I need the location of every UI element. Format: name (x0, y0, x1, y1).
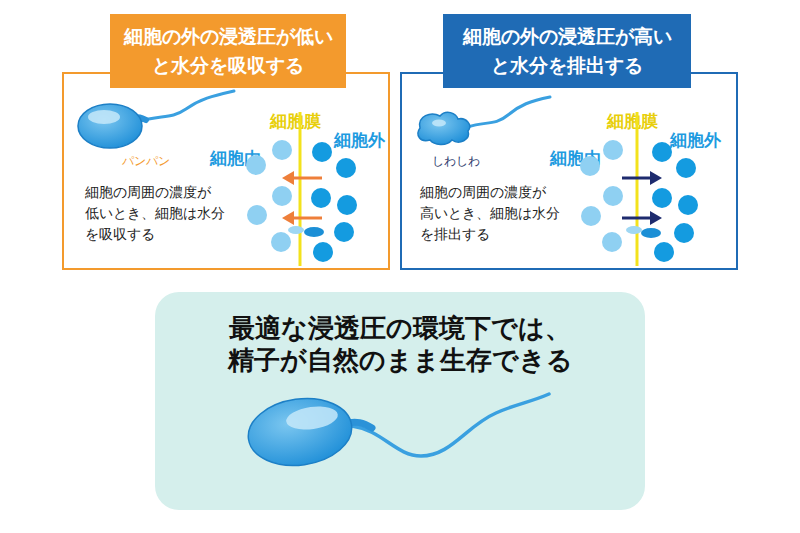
water-droplet (304, 227, 324, 237)
summary-text: 最適な浸透圧の環境下では、 精子が自然のまま生存できる (165, 312, 635, 376)
solute-molecule (311, 188, 331, 208)
water-molecule (247, 205, 267, 225)
water-molecule (602, 232, 622, 252)
water-molecule (603, 140, 623, 160)
body-text: 細胞の周囲の濃度が 高いとき、細胞は水分 を排出する (420, 182, 595, 245)
sperm-highlight (432, 120, 446, 127)
cell-membrane (636, 112, 639, 266)
sperm-highlight (88, 110, 120, 124)
state-label: パンパン (122, 153, 202, 169)
solute-molecule (654, 242, 674, 262)
water-molecule (581, 206, 601, 226)
solute-molecule (652, 142, 672, 162)
water-molecule (272, 140, 292, 160)
header-band: 細胞の外の浸透圧が低い と水分を吸収する (110, 14, 346, 88)
flow-arrow (292, 217, 322, 220)
flow-arrow (292, 177, 322, 180)
water-molecule (272, 186, 292, 206)
solute-molecule (336, 158, 356, 178)
solute-molecule (334, 222, 354, 242)
body-text: 細胞の周囲の濃度が 低いとき、細胞は水分 を吸収する (85, 182, 260, 245)
inside-label: 細胞内 (210, 147, 280, 169)
summary-box: 最適な浸透圧の環境下では、 精子が自然のまま生存できる (155, 292, 645, 510)
flow-arrow (622, 217, 652, 220)
membrane-label: 細胞膜 (270, 110, 340, 132)
outside-label: 細胞外 (670, 129, 740, 151)
solute-molecule (337, 195, 357, 215)
arrow-head (650, 171, 662, 185)
water-droplet (288, 226, 304, 234)
arrow-head (282, 171, 294, 185)
panel-box: しわしわ 細胞膜細胞外細胞内細胞の周囲の濃度が 高いとき、細胞は水分 を排出する (400, 72, 738, 270)
solute-molecule (312, 142, 332, 162)
water-molecule (603, 186, 623, 206)
header-text: 細胞の外の浸透圧が低い と水分を吸収する (116, 22, 340, 80)
solute-molecule (678, 195, 698, 215)
water-droplet (626, 226, 642, 234)
outside-label: 細胞外 (334, 129, 404, 151)
membrane-label: 細胞膜 (607, 110, 677, 132)
header-band: 細胞の外の浸透圧が高い と水分を排出する (443, 14, 691, 88)
arrow-head (282, 211, 294, 225)
sperm-neck (132, 117, 146, 120)
arrow-head (650, 211, 662, 225)
sperm-head (78, 104, 142, 148)
water-molecule (271, 232, 291, 252)
cell-membrane (299, 112, 302, 266)
state-label: しわしわ (432, 153, 512, 169)
flow-arrow (622, 177, 652, 180)
header-text: 細胞の外の浸透圧が高い と水分を排出する (449, 22, 685, 80)
inside-label: 細胞内 (550, 147, 620, 169)
water-droplet (641, 228, 661, 238)
sperm-head-wrinkled (418, 112, 470, 144)
solute-molecule (313, 242, 333, 262)
sperm-tail (468, 97, 550, 127)
solute-molecule (652, 188, 672, 208)
solute-molecule (674, 223, 694, 243)
solute-molecule (676, 158, 696, 178)
panel-box: パンパン細胞膜細胞外細胞内細胞の周囲の濃度が 低いとき、細胞は水分 を吸収する (62, 72, 390, 270)
sperm-tail (138, 91, 234, 122)
